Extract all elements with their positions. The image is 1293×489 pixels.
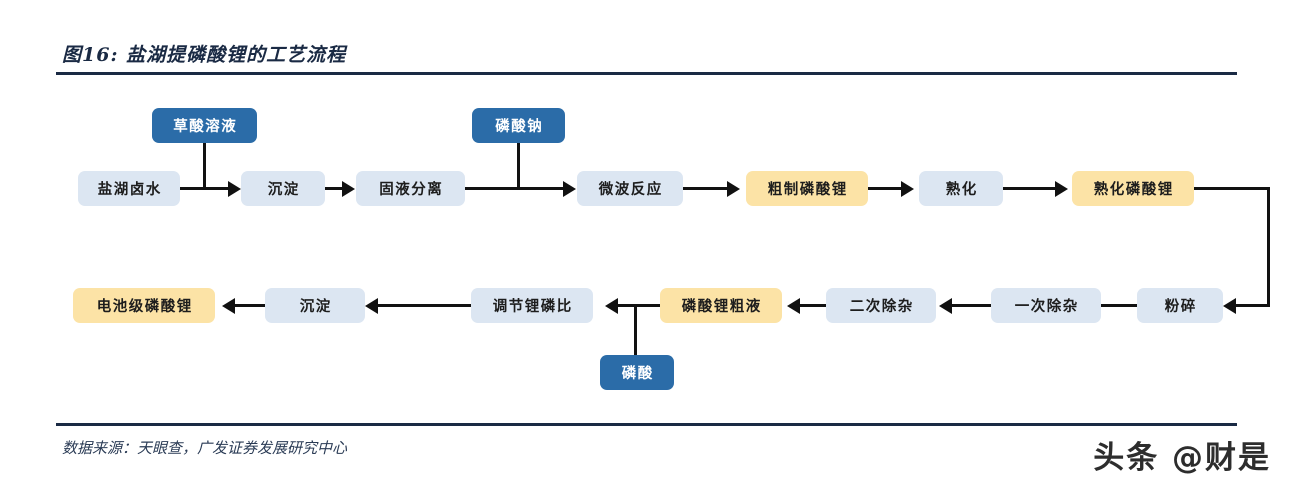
flow-node-second-impurity-removal[interactable]: 二次除杂: [826, 288, 936, 323]
arrowhead-microwave-to-crude-lithium-phosphate: [727, 181, 740, 197]
connector-precipitation-2-to-battery-grade: [235, 304, 265, 307]
flow-node-battery-grade-lithium-phosphate[interactable]: 电池级磷酸锂: [73, 288, 215, 323]
flow-node-solid-liquid-separation[interactable]: 固液分离: [356, 171, 465, 206]
connector-microwave-to-crude-lithium-phosphate: [683, 187, 727, 190]
flow-node-oxalic-acid-solution[interactable]: 草酸溶液: [152, 108, 257, 143]
connector-wrap-vertical: [1267, 187, 1270, 307]
header-divider: [56, 72, 1237, 75]
connector-crushing-to-first-impurity-removal: [1065, 304, 1137, 307]
arrowhead-second-impurity-removal-to-crude-liquor: [787, 298, 800, 314]
arrowhead-wrap-to-crushing: [1223, 298, 1236, 314]
flow-node-microwave-reaction[interactable]: 微波反应: [577, 171, 683, 206]
connector-sodium-phosphate-to-microwave: [517, 143, 520, 188]
connector-wrap-top: [1194, 187, 1270, 190]
flow-node-precipitation-2[interactable]: 沉淀: [265, 288, 365, 323]
arrowhead-ratio-adjust-to-precipitation-2: [365, 298, 378, 314]
arrowhead-crude-liquor-to-ratio-adjust: [605, 298, 618, 314]
arrowhead-brine-to-precipitation: [228, 181, 241, 197]
connector-first-to-second-impurity-removal: [952, 304, 991, 307]
connector-curing-to-cured-lithium-phosphate: [1003, 187, 1055, 190]
watermark-logo: 头条 @财是: [1093, 440, 1271, 476]
flow-node-adjust-li-p-ratio[interactable]: 调节锂磷比: [471, 288, 593, 323]
flow-node-crude-lithium-phosphate-liquor[interactable]: 磷酸锂粗液: [660, 288, 782, 323]
arrowhead-first-to-second-impurity-removal: [939, 298, 952, 314]
connector-brine-to-precipitation: [180, 187, 228, 190]
connector-oxalic-acid-to-precipitation: [203, 143, 206, 188]
arrowhead-precipitation-to-separation: [342, 181, 355, 197]
flow-node-precipitation-1[interactable]: 沉淀: [241, 171, 325, 206]
connector-ratio-adjust-to-precipitation-2: [378, 304, 471, 307]
flow-node-crude-lithium-phosphate[interactable]: 粗制磷酸锂: [746, 171, 868, 206]
flow-node-phosphoric-acid[interactable]: 磷酸: [600, 355, 674, 390]
flow-node-cured-lithium-phosphate[interactable]: 熟化磷酸锂: [1072, 171, 1194, 206]
page-title: 图16: 盐湖提磷酸锂的工艺流程: [62, 44, 347, 66]
connector-separation-to-microwave: [465, 187, 563, 190]
footer-divider: [56, 423, 1237, 426]
flow-node-sodium-phosphate[interactable]: 磷酸钠: [472, 108, 565, 143]
flow-node-curing[interactable]: 熟化: [919, 171, 1003, 206]
flow-node-salt-lake-brine[interactable]: 盐湖卤水: [78, 171, 180, 206]
connector-crude-to-curing: [868, 187, 901, 190]
flow-node-crushing[interactable]: 粉碎: [1137, 288, 1223, 323]
arrowhead-crude-to-curing: [901, 181, 914, 197]
source-note: 数据来源：天眼查，广发证券发展研究中心: [62, 439, 348, 457]
connector-crude-liquor-to-ratio-adjust: [618, 304, 660, 307]
connector-phosphoric-acid-to-ratio-adjust: [634, 304, 637, 355]
flow-node-first-impurity-removal[interactable]: 一次除杂: [991, 288, 1101, 323]
arrowhead-curing-to-cured-lithium-phosphate: [1055, 181, 1068, 197]
arrowhead-separation-to-microwave: [563, 181, 576, 197]
connector-wrap-bottom: [1236, 304, 1270, 307]
arrowhead-precipitation-2-to-battery-grade: [222, 298, 235, 314]
connector-precipitation-to-separation: [325, 187, 342, 190]
connector-second-impurity-removal-to-crude-liquor: [800, 304, 826, 307]
